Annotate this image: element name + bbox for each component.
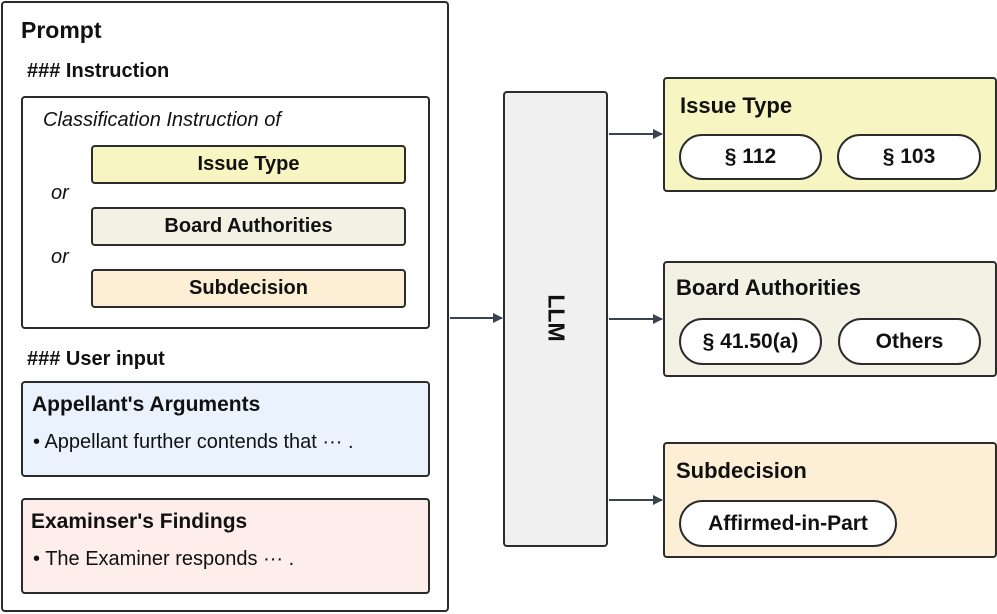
appellant-arguments-title: Appellant's Arguments <box>32 393 261 416</box>
llm-box <box>503 91 608 547</box>
option-subdecision: Subdecision <box>91 269 406 308</box>
output-subdecision-title: Subdecision <box>676 458 807 483</box>
examiner-findings-title: Examinser's Findings <box>31 510 248 533</box>
label-pill: § 103 <box>837 134 981 180</box>
examiner-findings-box <box>21 498 430 594</box>
label-pill: Others <box>838 318 981 365</box>
appellant-arguments-text: • Appellant further contends that ··· . <box>33 431 354 453</box>
examiner-findings-text: • The Examiner responds ··· . <box>33 548 295 570</box>
or-label: or <box>51 246 69 268</box>
option-issue-type: Issue Type <box>91 145 406 184</box>
option-board-authorities: Board Authorities <box>91 207 406 246</box>
label-pill: § 41.50(a) <box>679 318 822 365</box>
instruction-lead-text: Classification Instruction of <box>43 109 281 131</box>
label-pill: Affirmed-in-Part <box>679 500 897 547</box>
appellant-arguments-box <box>21 381 430 477</box>
prompt-title: Prompt <box>21 17 102 43</box>
output-board-authorities-title: Board Authorities <box>676 275 861 300</box>
user-input-heading: ### User input <box>27 348 165 370</box>
instruction-heading: ### Instruction <box>27 60 170 82</box>
or-label: or <box>51 182 69 204</box>
label-pill: § 112 <box>679 134 822 180</box>
output-issue-type-title: Issue Type <box>680 93 793 118</box>
